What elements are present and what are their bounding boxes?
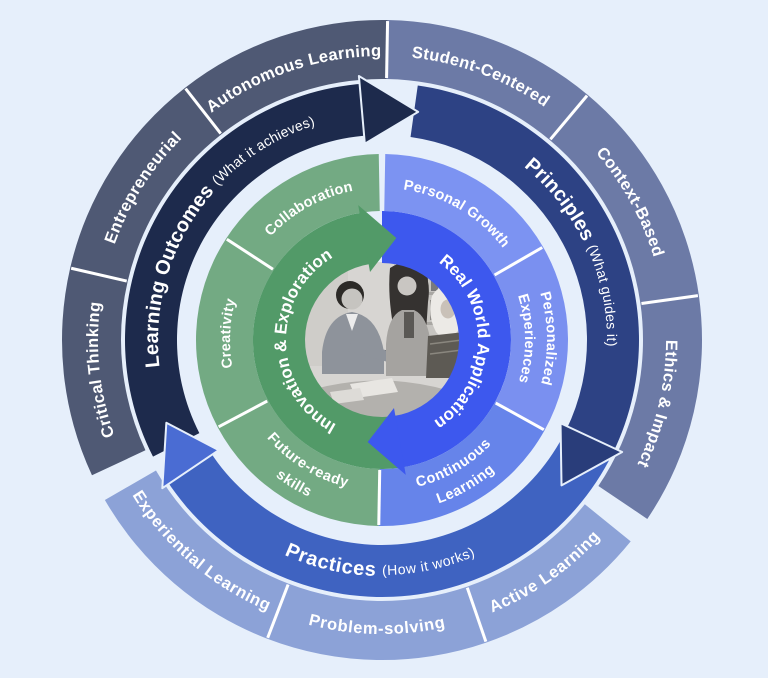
segment-divider [226,237,274,271]
center-photo [304,262,460,418]
arrow-head-practices [161,421,220,490]
segment-critical-thinking [61,268,146,476]
segment-future-ready-skills [217,400,380,526]
segment-personalized-experiences [493,247,568,431]
arrow-head-real-world-application [367,407,406,475]
segment-divider [266,584,290,639]
segment-problem-solving [267,583,487,661]
segment-active-learning [466,504,631,643]
segment-autonomous-learning [184,20,388,135]
inner-band-real-world-application [382,211,511,468]
segment-divider [465,587,488,643]
inner-band-innovation-exploration [252,212,409,470]
arrow-band-principles [410,85,639,453]
segment-divider [385,21,390,79]
segment-creativity [196,238,274,428]
label-personalized-experiences-2: Experiences [514,292,537,385]
arrow-head-innovation-exploration [358,205,397,273]
segment-student-centered [386,20,588,141]
segment-context-based [549,94,699,304]
label-creativity: Creativity [218,297,239,370]
segment-continuous-learning [378,402,545,526]
segment-divider [217,399,268,429]
segment-divider [70,266,128,283]
segment-personal-growth [384,154,544,276]
label-personalized-experiences-1: Personalized [536,290,559,387]
segment-ethics-impact [598,295,703,519]
segment-entrepreneurial [70,87,222,282]
segment-divider [493,246,543,277]
segment-divider [377,469,382,525]
segment-divider [494,401,545,432]
arrow-band-practices [166,436,609,598]
arrow-band-learning-outcomes [124,83,368,457]
segment-divider [549,94,589,141]
arrow-head-principles [559,422,624,487]
segment-collaboration [226,154,380,270]
segment-divider [641,294,699,306]
arrow-head-learning-outcomes [357,75,420,145]
segment-experiential-learning [104,470,289,639]
segment-divider [184,87,222,135]
